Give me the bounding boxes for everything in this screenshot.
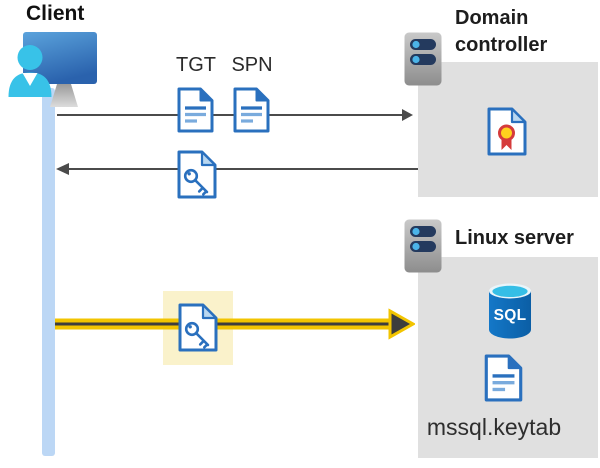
client-workstation-icon: [8, 32, 97, 107]
certificate-icon: [487, 107, 527, 156]
tgt-label: TGT: [176, 54, 216, 76]
domain-controller-label: Domain controller: [455, 7, 548, 56]
user-icon: [8, 45, 52, 97]
monitor-icon: [23, 32, 97, 107]
client-label: Client: [26, 2, 85, 25]
sql-database-icon: SQL: [489, 283, 531, 339]
client-timeline-bar: [42, 88, 55, 456]
service-ticket-key-icon: [177, 150, 217, 199]
spn-ticket-icon: [233, 87, 270, 133]
keytab-label: mssql.keytab: [426, 414, 562, 440]
kerberos-auth-arrow: [55, 308, 415, 340]
spn-label: SPN: [231, 54, 273, 76]
tgt-ticket-icon: [177, 87, 214, 133]
response-arrow: [56, 163, 418, 175]
service-ticket-key-icon-highlighted: [178, 303, 218, 352]
linux-server-label: Linux server: [455, 227, 574, 249]
request-arrow: [57, 109, 413, 121]
domain-controller-server-icon: [403, 31, 443, 87]
linux-server-icon: [403, 218, 443, 274]
sql-label: SQL: [494, 307, 527, 324]
keytab-file-icon: [484, 354, 523, 402]
